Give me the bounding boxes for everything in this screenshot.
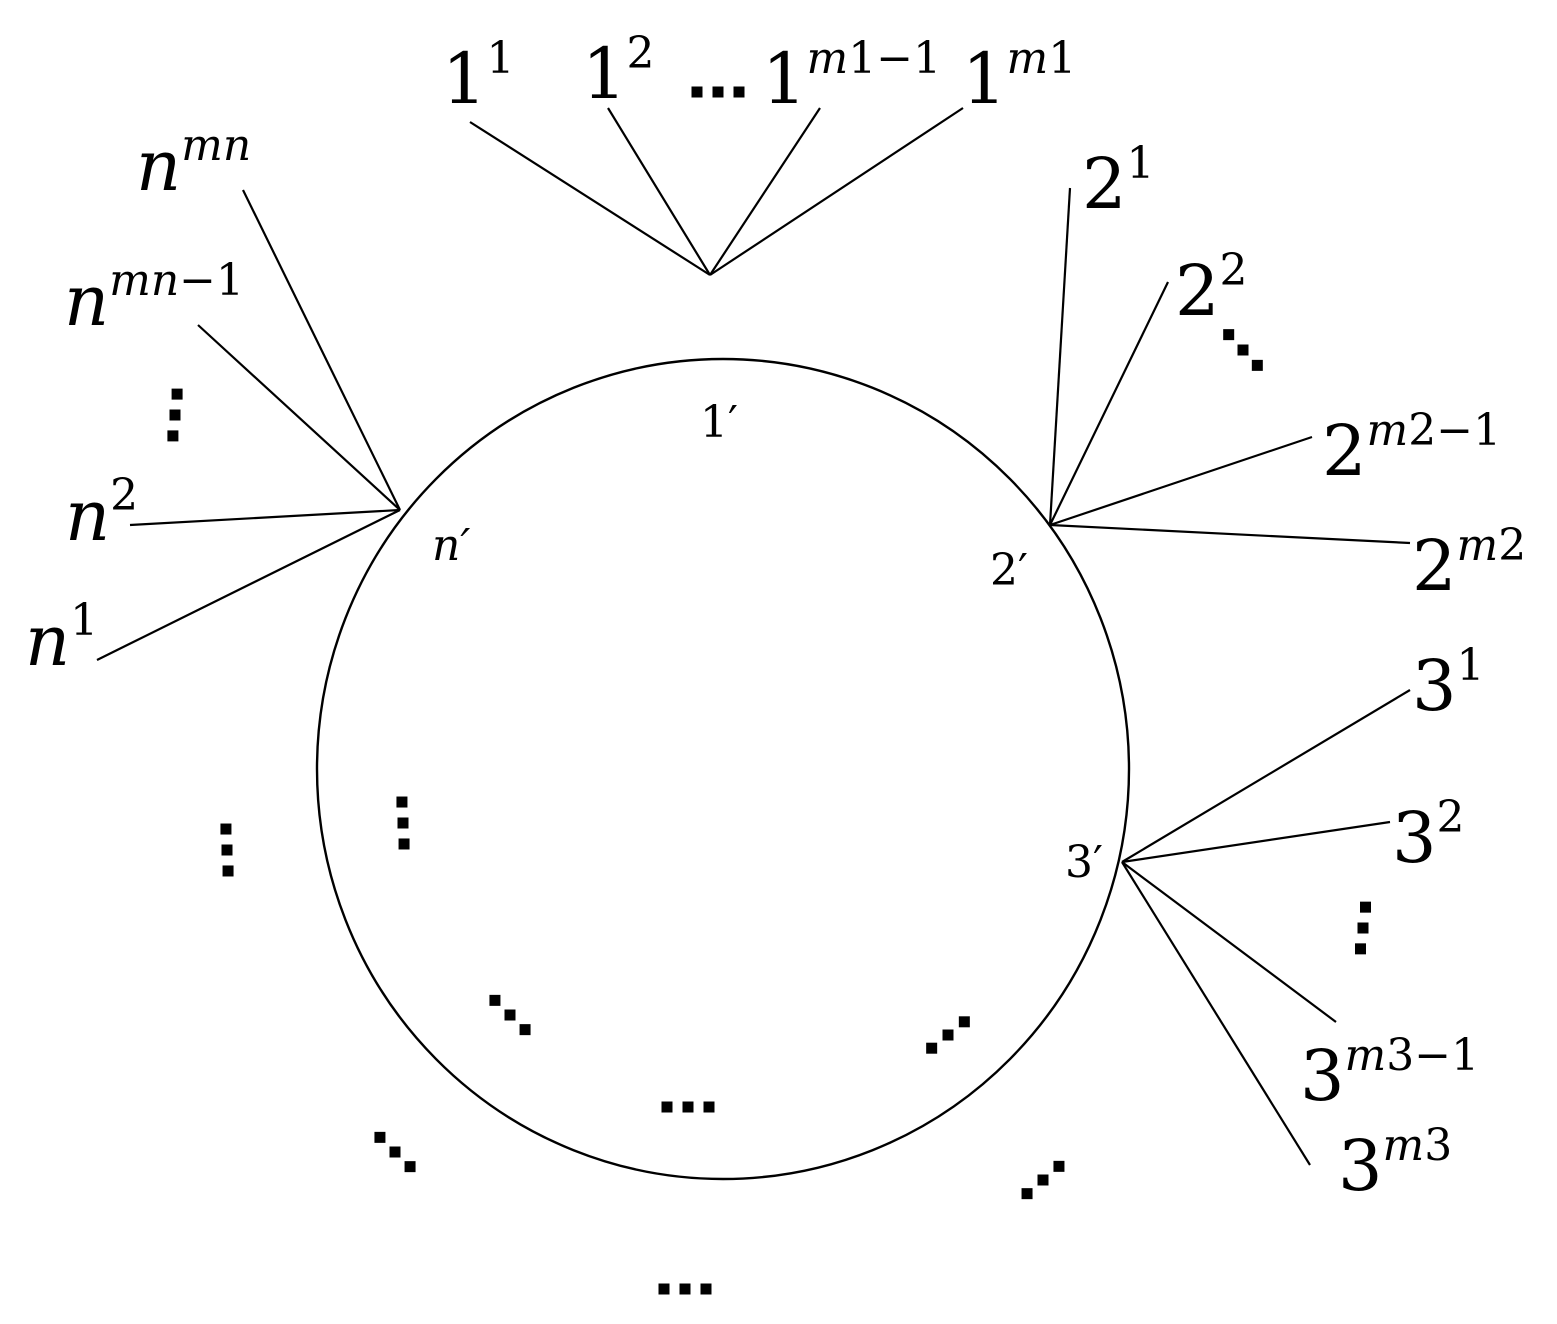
ellipsis-dot bbox=[1223, 329, 1235, 341]
ellipsis-dot bbox=[682, 1101, 694, 1113]
leaf-label-1-2: 12 bbox=[582, 28, 655, 115]
spoke-2-2 bbox=[1049, 281, 1169, 526]
ellipsis-dot bbox=[926, 1042, 938, 1054]
ellipsis-dot bbox=[1237, 344, 1249, 356]
ellipsis-marker bbox=[691, 86, 745, 98]
leaf-label-2-m2: 2m2 bbox=[1412, 520, 1526, 607]
leaf-label-n-2: n2 bbox=[65, 470, 138, 557]
spoke-2-1 bbox=[1048, 187, 1072, 526]
ellipsis-dot bbox=[169, 409, 181, 421]
ellipsis-dot bbox=[220, 823, 232, 835]
ellipsis-dot bbox=[1357, 922, 1369, 934]
ellipsis-marker bbox=[396, 796, 410, 850]
ellipsis-dot bbox=[374, 1131, 386, 1143]
hub-label-2: 2′ bbox=[990, 545, 1028, 596]
ellipsis-marker bbox=[1223, 329, 1263, 371]
ellipsis-dot bbox=[700, 1283, 712, 1295]
ellipsis-dot bbox=[1354, 943, 1366, 955]
ellipsis-marker bbox=[167, 388, 183, 442]
ellipsis-marker bbox=[1354, 901, 1372, 955]
ellipsis-dot bbox=[958, 1016, 970, 1028]
spoke-3-1 bbox=[1121, 689, 1411, 863]
leaf-label-2-m2−1: 2m2−1 bbox=[1322, 405, 1501, 492]
leaf-label-3-1: 31 bbox=[1412, 640, 1485, 727]
leaf-label-2-1: 21 bbox=[1082, 138, 1155, 225]
ellipsis-marker bbox=[661, 1101, 715, 1113]
hub-label-n: n′ bbox=[432, 520, 470, 571]
spoke-n-mn−1 bbox=[197, 324, 401, 511]
spoke-n-mn bbox=[242, 189, 401, 511]
hub-label-1: 1′ bbox=[700, 397, 738, 448]
ellipsis-marker bbox=[220, 823, 234, 877]
leaf-label-3-m3: 3m3 bbox=[1338, 1120, 1452, 1207]
ellipsis-dot bbox=[733, 86, 745, 98]
spoke-2-m2 bbox=[1049, 523, 1411, 545]
ellipsis-dot bbox=[171, 388, 183, 400]
leaf-label-1-m1: 1m1 bbox=[962, 33, 1076, 120]
ellipsis-dot bbox=[167, 430, 179, 442]
ellipsis-marker bbox=[658, 1283, 712, 1295]
leaf-label-1-m1−1: 1m1−1 bbox=[762, 33, 941, 120]
ellipsis-marker bbox=[926, 1016, 970, 1054]
ellipsis-dot bbox=[221, 844, 233, 856]
ellipsis-dot bbox=[942, 1029, 954, 1041]
ellipsis-dot bbox=[658, 1283, 670, 1295]
leaf-label-1-1: 11 bbox=[442, 33, 515, 120]
central-ring bbox=[315, 357, 1131, 1181]
leaf-label-2-2: 22 bbox=[1175, 245, 1248, 332]
ellipsis-dot bbox=[1251, 359, 1263, 371]
ellipsis-dot bbox=[404, 1161, 416, 1173]
spoke-3-2 bbox=[1121, 820, 1391, 864]
ellipsis-dot bbox=[398, 838, 410, 850]
ellipsis-dot bbox=[397, 817, 409, 829]
spoke-1-1 bbox=[469, 121, 711, 276]
ellipsis-marker bbox=[1021, 1160, 1065, 1200]
leaf-label-n-1: n1 bbox=[25, 595, 98, 682]
ellipsis-dot bbox=[222, 865, 234, 877]
spoke-1-m1−1 bbox=[709, 107, 821, 276]
hub-label-3: 3′ bbox=[1065, 837, 1103, 888]
ellipsis-dot bbox=[1037, 1174, 1049, 1186]
ellipsis-marker bbox=[489, 994, 531, 1036]
ellipsis-marker bbox=[374, 1131, 416, 1173]
ellipsis-dot bbox=[1360, 901, 1372, 913]
spoke-n-1 bbox=[96, 509, 401, 661]
leaf-label-n-mn: nmn bbox=[136, 120, 251, 207]
ellipsis-dot bbox=[1021, 1188, 1033, 1200]
leaf-label-n-mn−1: nmn−1 bbox=[64, 255, 244, 342]
ellipsis-dot bbox=[389, 1146, 401, 1158]
spoke-1-2 bbox=[607, 107, 711, 276]
ellipsis-dot bbox=[519, 1024, 531, 1036]
ellipsis-dot bbox=[489, 994, 501, 1006]
ellipsis-dot bbox=[396, 796, 408, 808]
ellipsis-dot bbox=[661, 1101, 673, 1113]
ellipsis-dot bbox=[504, 1009, 516, 1021]
spoke-3-m3 bbox=[1121, 861, 1311, 1166]
ellipsis-dot bbox=[703, 1101, 715, 1113]
leaf-label-3-2: 32 bbox=[1392, 792, 1465, 879]
ellipsis-dot bbox=[712, 86, 724, 98]
spoke-n-2 bbox=[129, 508, 401, 527]
ellipsis-dot bbox=[679, 1283, 691, 1295]
leaf-label-3-m3−1: 3m3−1 bbox=[1300, 1030, 1479, 1117]
spoke-edges bbox=[96, 107, 1411, 1166]
spoke-2-m2−1 bbox=[1049, 435, 1313, 527]
ellipsis-markers bbox=[167, 86, 1372, 1295]
spoke-1-m1 bbox=[709, 107, 964, 276]
spoke-3-m3−1 bbox=[1121, 861, 1337, 1023]
ellipsis-dot bbox=[691, 86, 703, 98]
ellipsis-dot bbox=[1053, 1160, 1065, 1172]
